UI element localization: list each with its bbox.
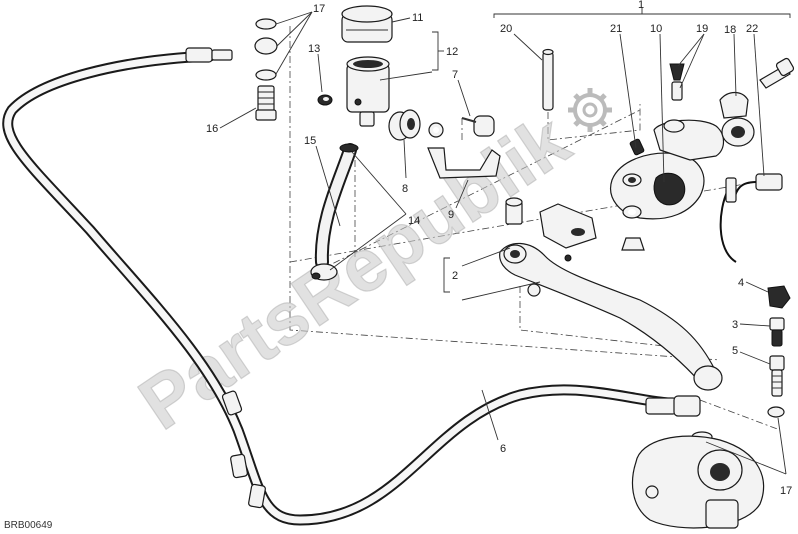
leader-lines	[219, 11, 787, 475]
callout-17-bottom: 17	[780, 485, 792, 497]
callout-21: 21	[610, 23, 622, 35]
callout-20: 20	[500, 23, 512, 35]
assembly-guide-lines	[289, 26, 781, 431]
drawing-code: BRB00649	[4, 520, 53, 531]
callout-8: 8	[402, 183, 408, 195]
callout-7: 7	[452, 69, 458, 81]
callout-6: 6	[500, 443, 506, 455]
slave-cylinder	[631, 435, 765, 529]
callout-18: 18	[724, 24, 736, 36]
hose-clip-13	[317, 94, 333, 106]
bleed-screw-19	[669, 63, 685, 101]
callout-11: 11	[412, 12, 423, 24]
grommet-8	[388, 109, 444, 141]
gear-watermark-icon	[568, 88, 612, 132]
callout-15: 15	[304, 135, 316, 147]
clutch-lever-2	[499, 203, 723, 391]
screw-7	[461, 115, 495, 137]
callout-3: 3	[732, 319, 738, 331]
callout-9: 9	[448, 209, 454, 221]
callout-22: 22	[746, 23, 758, 35]
callout-13: 13	[308, 43, 320, 55]
callout-1: 1	[638, 0, 644, 11]
callout-10: 10	[650, 23, 662, 35]
callout-14: 14	[408, 215, 420, 227]
callout-17-top: 17	[313, 3, 325, 15]
reservoir-hose-15	[314, 143, 357, 269]
screw-18	[759, 57, 795, 89]
banjo-bolt-5	[769, 355, 785, 397]
microswitch-22	[719, 173, 783, 263]
callout-labels: 1 2 3 4 5 6 7 8 9 10 11 12 13 14 15 16 1…	[206, 0, 792, 497]
callout-5: 5	[732, 345, 738, 357]
reservoir-cap-11	[341, 5, 393, 43]
pushrod-20	[542, 48, 554, 111]
reservoir-12	[346, 56, 390, 127]
callout-19: 19	[696, 23, 708, 35]
callout-16: 16	[206, 123, 218, 135]
pivot-bushing	[505, 197, 523, 225]
callout-2: 2	[452, 270, 458, 282]
bleed-valve-3	[769, 317, 785, 347]
bracket-9	[427, 147, 501, 179]
banjo-bolt-16	[255, 85, 277, 121]
clutch-hose	[2, 47, 701, 526]
fitting-4	[767, 285, 791, 309]
callout-4: 4	[738, 277, 744, 289]
master-cylinder-10	[610, 91, 755, 251]
hose-clamps-14	[310, 143, 359, 281]
callout-12: 12	[446, 46, 458, 58]
